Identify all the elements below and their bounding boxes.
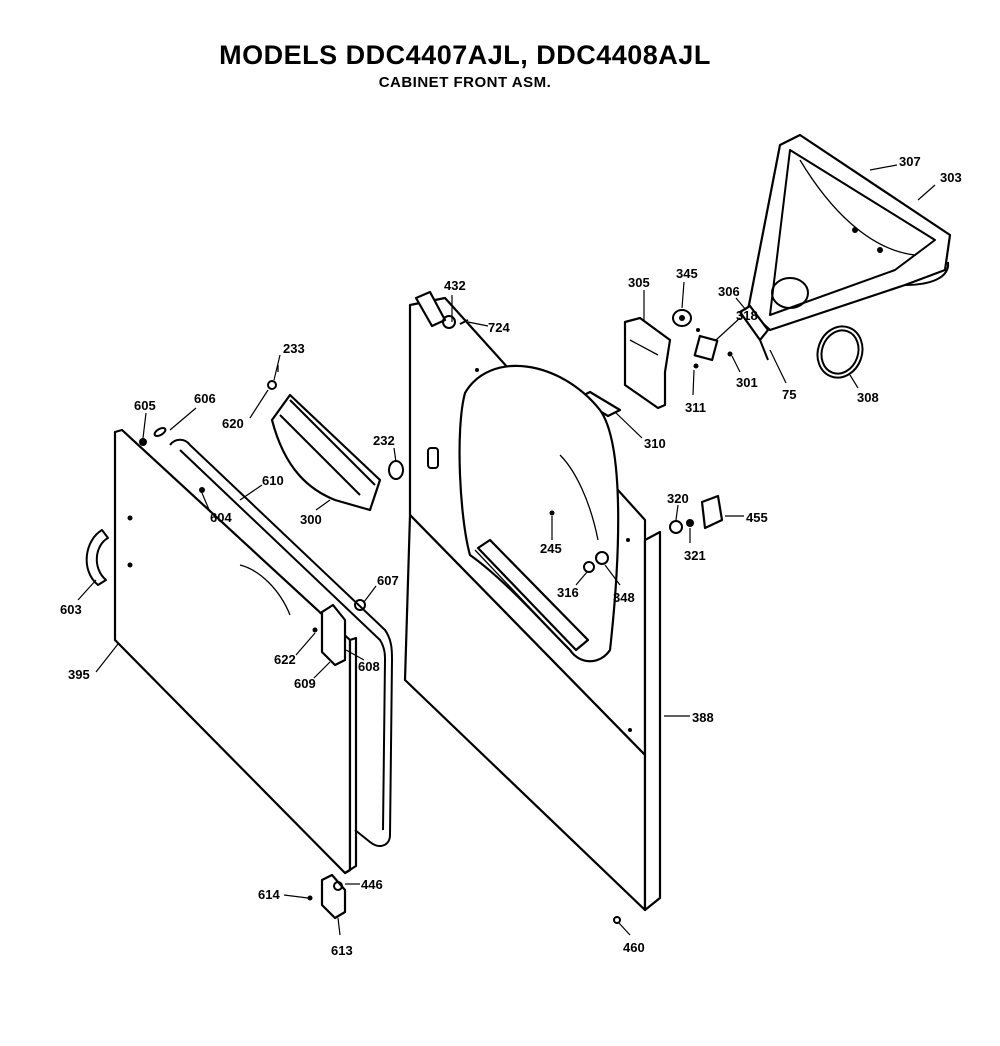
- lint-filter-housing-drawing: [267, 365, 404, 512]
- part-label-310: 310: [644, 436, 666, 451]
- diagram-title: MODELS DDC4407AJL, DDC4408AJL: [219, 40, 711, 70]
- part-label-305: 305: [628, 275, 650, 290]
- part-label-303: 303: [940, 170, 962, 185]
- part-label-724: 724: [488, 320, 510, 335]
- part-label-233: 233: [283, 341, 305, 356]
- leader-lines: [77, 164, 936, 936]
- part-label-311: 311: [685, 400, 706, 415]
- part-label-320: 320: [667, 491, 689, 506]
- part-label-321: 321: [684, 548, 706, 563]
- part-labels: 307 303 432 724 305 345 306 318 311 301 …: [60, 154, 962, 958]
- part-label-232: 232: [373, 433, 395, 448]
- switch-cluster-drawing: [576, 304, 770, 418]
- part-label-307: 307: [899, 154, 921, 169]
- door-outer-panel-drawing: [113, 427, 358, 875]
- part-label-446: 446: [361, 877, 383, 892]
- part-label-622: 622: [274, 652, 296, 667]
- door-inner-liner-drawing: [169, 438, 393, 847]
- part-label-245: 245: [540, 541, 562, 556]
- part-label-348: 348: [613, 590, 635, 605]
- part-label-316: 316: [557, 585, 579, 600]
- door-hinge-drawing: [307, 603, 621, 924]
- part-label-614: 614: [258, 887, 280, 902]
- part-label-455: 455: [746, 510, 768, 525]
- part-label-609: 609: [294, 676, 316, 691]
- part-label-603: 603: [60, 602, 82, 617]
- part-label-300: 300: [300, 512, 322, 527]
- part-label-460: 460: [623, 940, 645, 955]
- door-handle-drawing: [85, 529, 109, 586]
- part-label-432: 432: [444, 278, 466, 293]
- part-label-604: 604: [210, 510, 232, 525]
- part-label-75: 75: [782, 387, 796, 402]
- drum-seal-drawing: [816, 325, 864, 379]
- part-label-318: 318: [736, 308, 758, 323]
- top-clips-drawing: [442, 315, 469, 329]
- part-label-395: 395: [68, 667, 90, 682]
- front-panel-drawing: [403, 290, 662, 912]
- part-label-613: 613: [331, 943, 353, 958]
- part-label-308: 308: [857, 390, 879, 405]
- part-label-608: 608: [358, 659, 380, 674]
- part-label-345: 345: [676, 266, 698, 281]
- diagram-subtitle: CABINET FRONT ASM.: [378, 74, 552, 91]
- part-label-605: 605: [134, 398, 156, 413]
- part-label-610: 610: [262, 473, 284, 488]
- bracket-455-drawing: [669, 494, 724, 534]
- part-label-606: 606: [194, 391, 216, 406]
- part-label-607: 607: [377, 573, 399, 588]
- part-label-301: 301: [736, 375, 758, 390]
- bulkhead-duct-drawing: [746, 133, 952, 332]
- part-label-620: 620: [222, 416, 244, 431]
- part-label-388: 388: [692, 710, 714, 725]
- part-label-306: 306: [718, 284, 740, 299]
